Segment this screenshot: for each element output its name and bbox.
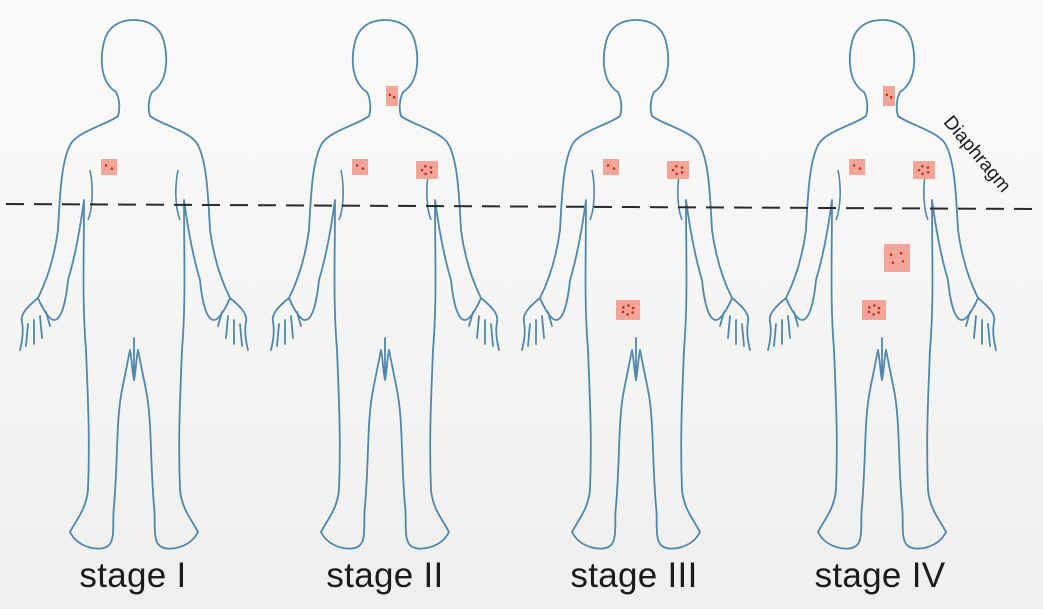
lesion-left-chest-stage-4	[913, 161, 935, 179]
body-outline-stage-4	[768, 20, 996, 549]
lesion-groin-stage-3	[616, 300, 640, 320]
lesion-right-chest-stage-4	[849, 159, 865, 175]
body-outline-stage-2	[271, 20, 499, 549]
body-outline-stage-1	[20, 20, 248, 549]
stage-label-4: stage IV	[770, 556, 990, 596]
lesion-right-chest-stage-3	[603, 159, 619, 175]
lesion-groin-stage-4	[862, 300, 886, 320]
body-outline-stage-3	[522, 20, 750, 549]
lesion-right-chest-stage-2	[352, 159, 368, 175]
lesion-left-chest-stage-3	[667, 161, 689, 179]
lesion-abdomen-stage-4	[884, 244, 910, 272]
lesion-neck-stage-2	[386, 86, 398, 106]
lesion-right-chest-stage-1	[101, 159, 117, 175]
lesion-left-chest-stage-2	[416, 161, 438, 179]
diaphragm-line	[6, 204, 1036, 209]
stage-label-2: stage II	[275, 556, 495, 596]
lesion-neck-stage-4	[883, 86, 895, 106]
stage-label-3: stage III	[524, 556, 744, 596]
stage-label-1: stage I	[23, 556, 243, 596]
